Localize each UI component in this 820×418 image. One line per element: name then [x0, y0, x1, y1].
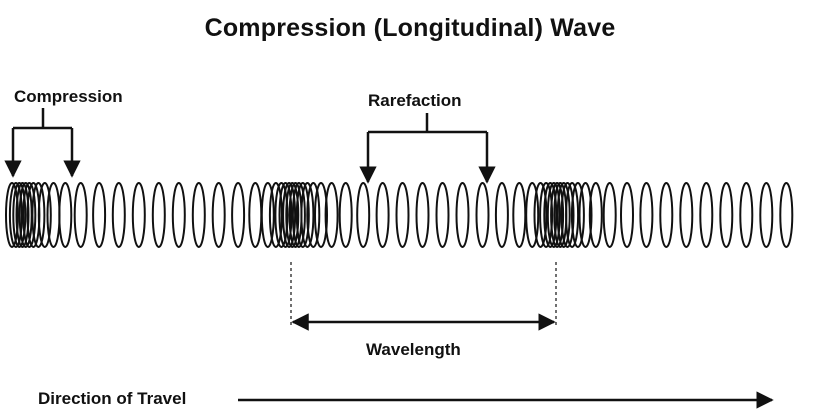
coil-loop — [588, 182, 603, 248]
coil-loop — [291, 182, 306, 248]
coil-loop — [314, 182, 328, 248]
coil-loop — [285, 182, 300, 248]
coil-loop — [550, 182, 565, 248]
coil-loop — [455, 182, 470, 248]
coil-loop — [512, 182, 527, 248]
coil-loop — [295, 182, 310, 248]
coil-loop — [475, 182, 490, 248]
coil-loop — [525, 182, 540, 248]
coil-loop — [260, 182, 275, 248]
coil-loop — [602, 182, 617, 248]
coil-loop — [779, 182, 794, 248]
coil-loop — [211, 182, 226, 248]
diagram-title: Compression (Longitudinal) Wave — [204, 14, 616, 42]
compression-bracket — [4, 108, 81, 178]
rarefaction-label: Rarefaction — [368, 91, 462, 110]
coil-loop — [543, 182, 558, 248]
coil-loop — [73, 182, 88, 248]
coil-loop — [5, 182, 19, 248]
coil-loop — [395, 182, 410, 248]
coil-loop — [570, 182, 585, 248]
wavelength-label: Wavelength — [366, 340, 461, 359]
coil-loop — [300, 182, 315, 248]
coil-loop — [546, 182, 561, 248]
coil-loop — [8, 182, 23, 248]
coil-loop — [268, 182, 283, 248]
coil-loop — [111, 182, 126, 248]
coil-loop — [739, 182, 754, 248]
direction-of-travel-label: Direction of Travel — [38, 389, 187, 408]
spring-coils — [5, 182, 794, 248]
coil-loop — [31, 182, 46, 248]
coil-loop — [415, 182, 430, 248]
coil-loop — [282, 182, 297, 248]
coil-loop — [659, 182, 674, 248]
coil-loop — [719, 182, 734, 248]
rarefaction-bracket — [359, 113, 496, 184]
coil-loop — [578, 182, 593, 248]
coil-loop — [375, 182, 390, 248]
coil-loop — [274, 182, 289, 248]
coil-loop — [699, 182, 714, 248]
coil-loop — [248, 182, 263, 248]
compression-label: Compression — [14, 87, 123, 106]
coil-loop — [306, 182, 321, 248]
coil-loop — [191, 182, 206, 248]
coil-loop — [46, 182, 61, 248]
coil-loop — [565, 182, 580, 248]
coil-loop — [435, 182, 450, 248]
coil-loop — [151, 182, 166, 248]
coil-loop — [92, 182, 107, 248]
coil-loop — [679, 182, 694, 248]
coil-loop — [58, 182, 73, 248]
coil-loop — [620, 182, 634, 248]
wavelength-marker — [290, 262, 557, 331]
coil-loop — [15, 182, 30, 248]
coil-loop — [278, 182, 293, 248]
coil-loop — [356, 182, 371, 248]
coil-loop — [759, 182, 774, 248]
coil-loop — [494, 182, 509, 248]
coil-loop — [560, 182, 575, 248]
coil-loop — [22, 182, 37, 248]
coil-loop — [338, 182, 353, 248]
coil-loop — [37, 182, 52, 248]
coil-loop — [556, 182, 571, 248]
coil-loop — [639, 182, 654, 248]
coil-loop — [324, 182, 339, 248]
coil-loop — [533, 182, 548, 248]
coil-loop — [12, 182, 27, 248]
coil-loop — [231, 182, 246, 248]
coil-loop — [131, 182, 146, 248]
coil-loop — [171, 182, 186, 248]
